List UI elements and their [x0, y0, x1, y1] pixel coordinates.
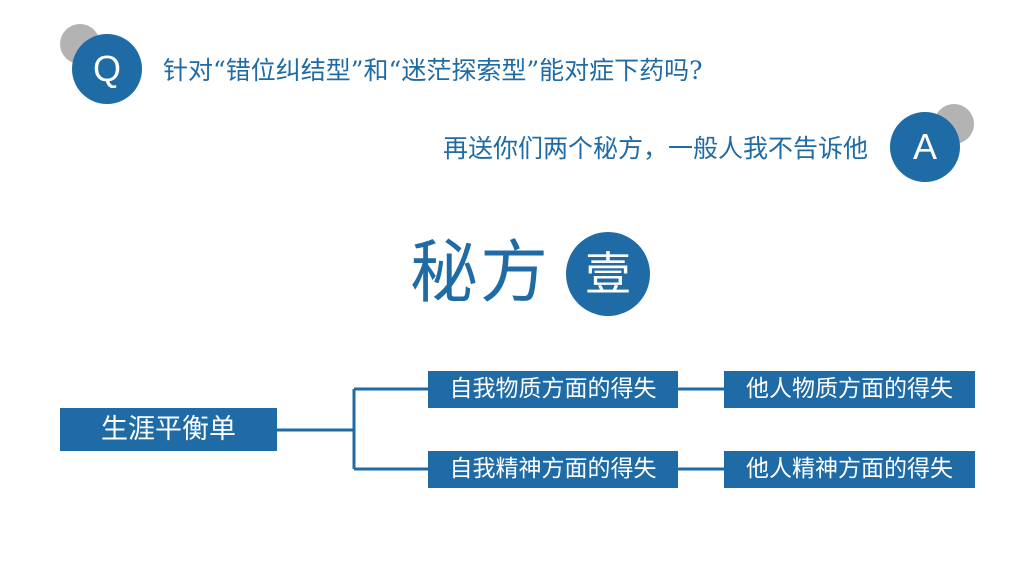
tree-root-node: 生涯平衡单: [60, 408, 277, 451]
section-heading: 秘方 壹: [410, 232, 651, 316]
tree-node-self-material: 自我物质方面的得失: [428, 371, 678, 408]
answer-badge: A: [890, 112, 960, 182]
tree-node-others-spiritual: 他人精神方面的得失: [724, 451, 975, 488]
question-badge: Q: [72, 34, 142, 104]
question-badge-group: Q: [60, 24, 160, 124]
question-text: 针对“错位纠结型”和“迷茫探索型”能对症下药吗?: [163, 56, 703, 85]
section-number-badge: 壹: [566, 232, 651, 316]
tree-node-others-material: 他人物质方面的得失: [724, 371, 975, 408]
tree-node-self-spiritual: 自我精神方面的得失: [428, 451, 678, 488]
answer-badge-group: A: [890, 104, 990, 204]
answer-text: 再送你们两个秘方，一般人我不告诉他: [442, 134, 868, 163]
section-title: 秘方: [410, 234, 551, 313]
